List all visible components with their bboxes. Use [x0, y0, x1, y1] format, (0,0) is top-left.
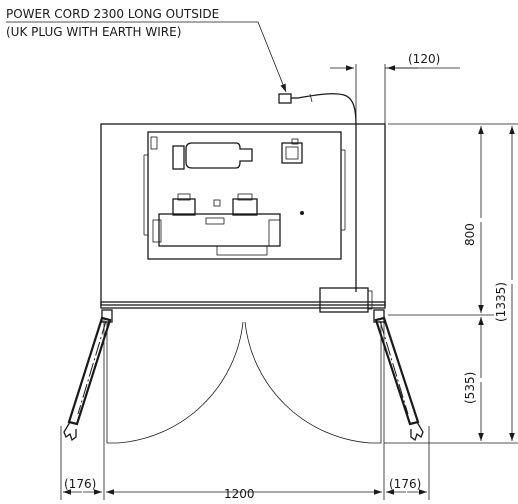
dim-left-clearance-label: (176) [64, 477, 96, 491]
right-door [374, 316, 424, 442]
dim-right-clearance-label: (176) [389, 477, 421, 491]
power-cord-note: POWER CORD 2300 LONG OUTSIDE (UK PLUG WI… [6, 7, 287, 93]
dim-width-label: 1200 [224, 487, 255, 501]
dim-total-depth-label: (1335) [494, 282, 508, 322]
cabinet-body [100, 123, 386, 309]
dim-horizontal: (176) 1200 (176) [60, 320, 430, 501]
note-line-2: (UK PLUG WITH EARTH WIRE) [6, 25, 181, 39]
dim-cord-offset-label: (120) [408, 52, 440, 66]
note-leader-line [6, 21, 287, 93]
power-plug [278, 93, 298, 104]
dim-door-swing-label: (535) [463, 372, 477, 404]
plate-components [150, 136, 304, 256]
dim-cord-offset: (120) [330, 52, 460, 124]
left-door [63, 316, 112, 442]
door-swing-arcs [106, 321, 382, 444]
note-line-1: POWER CORD 2300 LONG OUTSIDE [6, 7, 219, 21]
power-box [319, 287, 373, 313]
dim-vertical: 800 (535) (1335) [384, 123, 518, 444]
mounting-plate [143, 131, 346, 260]
dim-depth-label: 800 [463, 223, 477, 246]
